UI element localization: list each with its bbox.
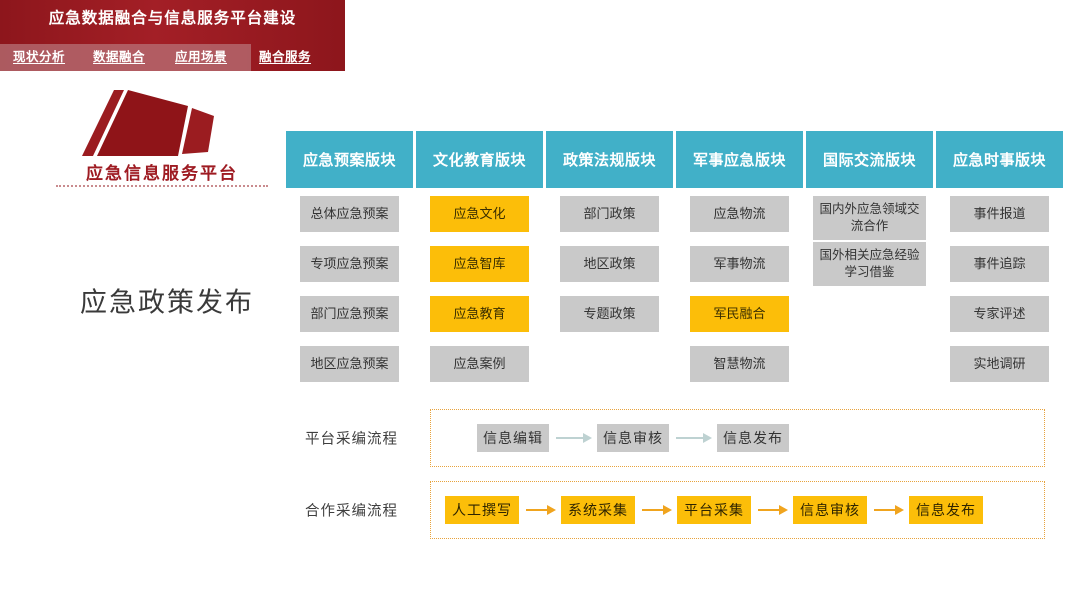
matrix-column-3: 军事应急版块 应急物流 军事物流 军民融合 智慧物流 (676, 131, 803, 382)
flow-arrow-icon (676, 433, 712, 443)
flow-label-cooperation: 合作采编流程 (305, 503, 398, 520)
matrix-cell[interactable]: 国内外应急领域交流合作 (813, 196, 926, 240)
matrix-cell[interactable]: 应急案例 (430, 346, 529, 382)
flow-node[interactable]: 信息编辑 (477, 424, 549, 452)
matrix-column-5: 应急时事版块 事件报道 事件追踪 专家评述 实地调研 (936, 131, 1063, 382)
matrix-cell[interactable]: 总体应急预案 (300, 196, 399, 232)
matrix-cell[interactable]: 军事物流 (690, 246, 789, 282)
top-banner: 应急数据融合与信息服务平台建设 现状分析 数据融合 应用场景 融合服务 (0, 0, 345, 71)
nav-strip: 现状分析 数据融合 应用场景 融合服务 (0, 44, 345, 71)
flow-arrow-icon (874, 505, 904, 515)
nav-item-shujuronghe[interactable]: 数据融合 (93, 50, 146, 64)
nav-highlight-band (0, 44, 251, 71)
matrix-cell[interactable]: 应急物流 (690, 196, 789, 232)
page-title: 应急数据融合与信息服务平台建设 (48, 10, 297, 27)
matrix-cell[interactable]: 应急教育 (430, 296, 529, 332)
matrix-column-2: 政策法规版块 部门政策 地区政策 专题政策 (546, 131, 673, 332)
flow-arrow-icon (556, 433, 592, 443)
flow-box-cooperation (430, 481, 1045, 539)
flow-node[interactable]: 平台采集 (677, 496, 751, 524)
nav-item-xianzhuangfenxi[interactable]: 现状分析 (13, 50, 66, 64)
matrix-cell[interactable]: 专题政策 (560, 296, 659, 332)
nav-item-yingyongchangjing[interactable]: 应用场景 (175, 50, 228, 64)
flow-node[interactable]: 信息发布 (909, 496, 983, 524)
flow-chain-platform: 信息编辑 信息审核 信息发布 (477, 424, 789, 452)
matrix-cell[interactable]: 部门政策 (560, 196, 659, 232)
matrix-cell[interactable]: 地区政策 (560, 246, 659, 282)
logo-text: 应急信息服务平台 (86, 164, 238, 183)
nav-item-ronghefuwu[interactable]: 融合服务 (259, 50, 312, 64)
matrix-column-0: 应急预案版块 总体应急预案 专项应急预案 部门应急预案 地区应急预案 (286, 131, 413, 382)
flow-row-platform: 平台采编流程 信息编辑 信息审核 信息发布 (305, 409, 1045, 467)
flow-row-cooperation: 合作采编流程 人工撰写 系统采集 平台采集 信息审核 信息发布 (305, 481, 1045, 539)
matrix-header-2[interactable]: 政策法规版块 (546, 131, 673, 188)
matrix-cell[interactable]: 地区应急预案 (300, 346, 399, 382)
matrix-cell[interactable]: 应急文化 (430, 196, 529, 232)
flow-node[interactable]: 人工撰写 (445, 496, 519, 524)
flow-chain-cooperation: 人工撰写 系统采集 平台采集 信息审核 信息发布 (445, 496, 983, 524)
flow-node[interactable]: 信息审核 (597, 424, 669, 452)
matrix-cell[interactable]: 专家评述 (950, 296, 1049, 332)
module-matrix: 应急预案版块 总体应急预案 专项应急预案 部门应急预案 地区应急预案 文化教育版… (286, 131, 1066, 395)
flow-node[interactable]: 信息发布 (717, 424, 789, 452)
matrix-header-5[interactable]: 应急时事版块 (936, 131, 1063, 188)
polygon-mark-icon (82, 90, 214, 156)
platform-logo: 应急信息服务平台 (56, 88, 268, 192)
flow-arrow-icon (758, 505, 788, 515)
matrix-cell[interactable]: 应急智库 (430, 246, 529, 282)
matrix-column-4: 国际交流版块 国内外应急领域交流合作 国外相关应急经验学习借鉴 (806, 131, 933, 286)
flow-arrow-icon (526, 505, 556, 515)
matrix-cell[interactable]: 国外相关应急经验学习借鉴 (813, 242, 926, 286)
matrix-header-0[interactable]: 应急预案版块 (286, 131, 413, 188)
matrix-cell[interactable]: 专项应急预案 (300, 246, 399, 282)
matrix-cell[interactable]: 智慧物流 (690, 346, 789, 382)
flow-box-platform (430, 409, 1045, 467)
matrix-header-4[interactable]: 国际交流版块 (806, 131, 933, 188)
matrix-header-3[interactable]: 军事应急版块 (676, 131, 803, 188)
flow-arrow-icon (642, 505, 672, 515)
matrix-header-1[interactable]: 文化教育版块 (416, 131, 543, 188)
matrix-cell[interactable]: 部门应急预案 (300, 296, 399, 332)
matrix-column-1: 文化教育版块 应急文化 应急智库 应急教育 应急案例 (416, 131, 543, 382)
matrix-cell[interactable]: 实地调研 (950, 346, 1049, 382)
flow-node[interactable]: 信息审核 (793, 496, 867, 524)
flow-node[interactable]: 系统采集 (561, 496, 635, 524)
flow-label-platform: 平台采编流程 (305, 431, 398, 448)
section-heading: 应急政策发布 (80, 287, 254, 318)
matrix-cell[interactable]: 事件报道 (950, 196, 1049, 232)
matrix-cell[interactable]: 军民融合 (690, 296, 789, 332)
matrix-cell[interactable]: 事件追踪 (950, 246, 1049, 282)
logo-divider (56, 185, 268, 187)
